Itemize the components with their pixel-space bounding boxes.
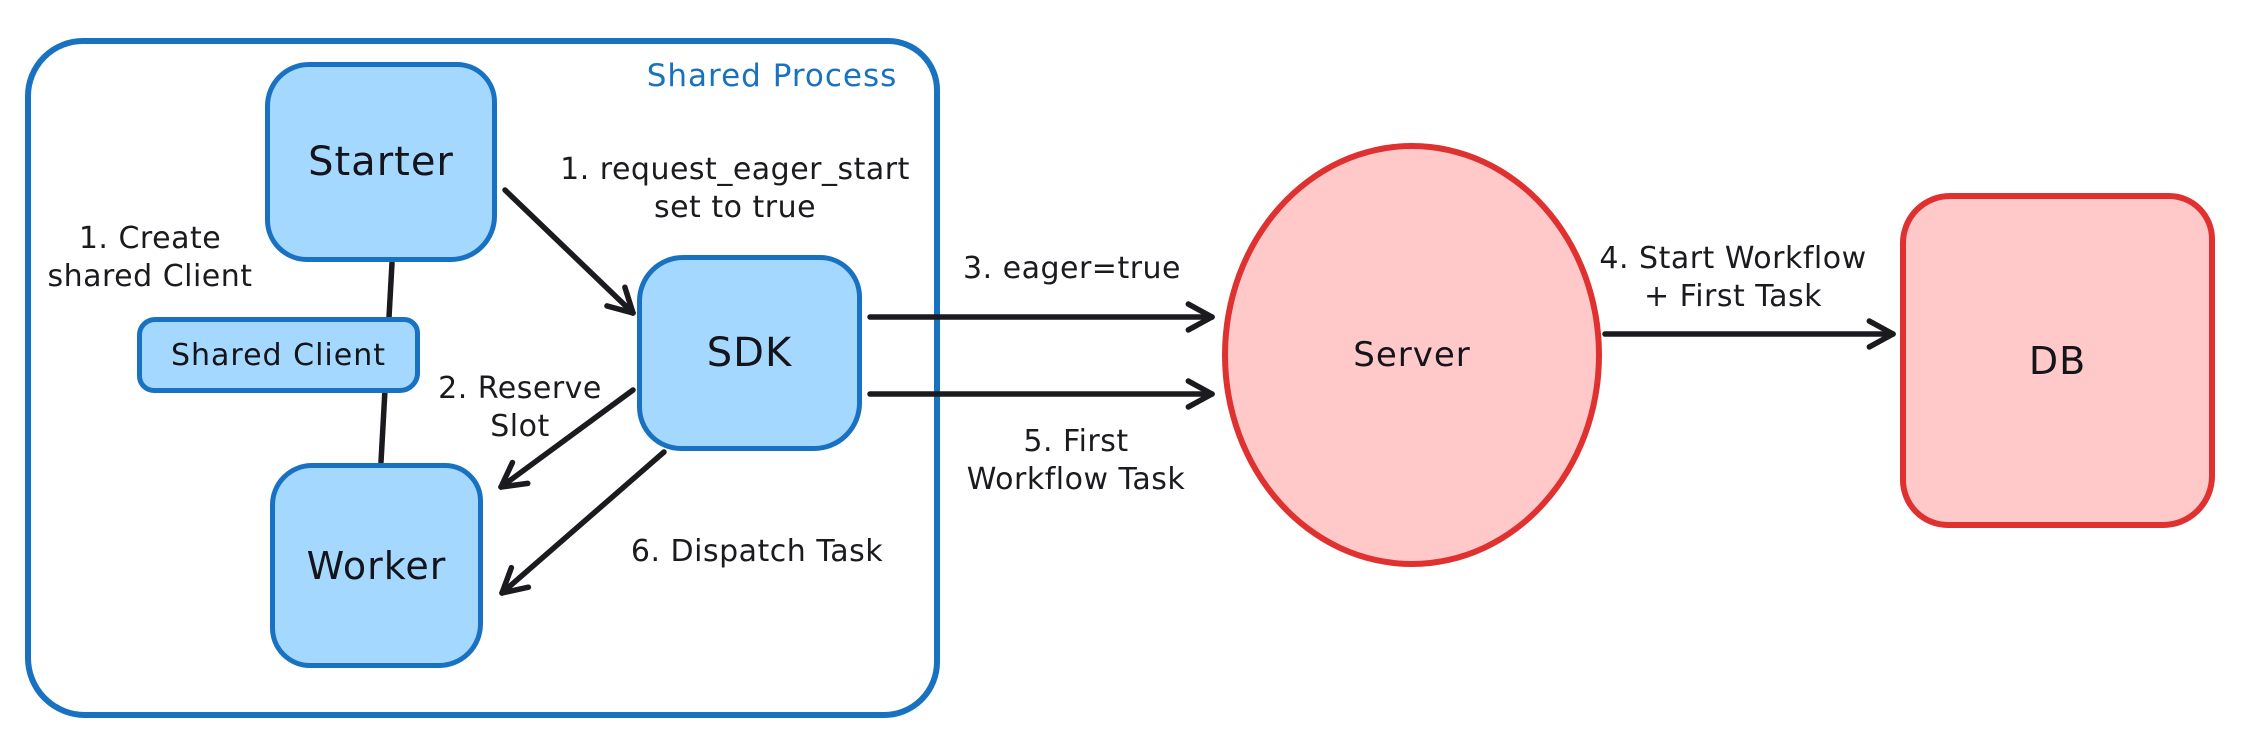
edge-sdk-worker-dispatch [499, 449, 667, 596]
edge-server-db [1602, 318, 1896, 350]
shared-client-label: Shared Client [170, 337, 386, 373]
node-shared-client: Shared Client [137, 317, 420, 393]
annotation-dispatch-task: 6. Dispatch Task [630, 534, 884, 569]
node-sdk: SDK [637, 255, 862, 451]
node-worker: Worker [270, 463, 483, 668]
annotation-create-shared-client: 1. Create shared Client [47, 221, 253, 294]
starter-label: Starter [308, 139, 454, 185]
shared-process-container [25, 38, 940, 718]
annotation-eager-true: 3. eager=true [962, 251, 1182, 286]
annotation-reserve-slot: 2. Reserve Slot [438, 371, 602, 444]
db-label: DB [2028, 338, 2087, 383]
server-label: Server [1353, 335, 1471, 375]
edge-sdk-worker-reserve [498, 387, 636, 490]
annotation-request-eager-start: 1. request_eager_start set to true [560, 152, 910, 225]
annotation-start-workflow: 4. Start Workflow + First Task [1599, 241, 1867, 314]
edge-starter-sdk [502, 187, 636, 316]
node-server: Server [1222, 143, 1602, 567]
shared-process-label: Shared Process [646, 58, 898, 94]
edge-sdk-server-eager [867, 301, 1215, 333]
annotation-first-workflow-task: 5. First Workflow Task [966, 424, 1186, 497]
node-starter: Starter [265, 62, 497, 262]
worker-label: Worker [306, 543, 447, 588]
sdk-label: SDK [706, 330, 793, 376]
node-db: DB [1900, 193, 2215, 528]
edge-sdk-server-first-task [867, 378, 1215, 410]
